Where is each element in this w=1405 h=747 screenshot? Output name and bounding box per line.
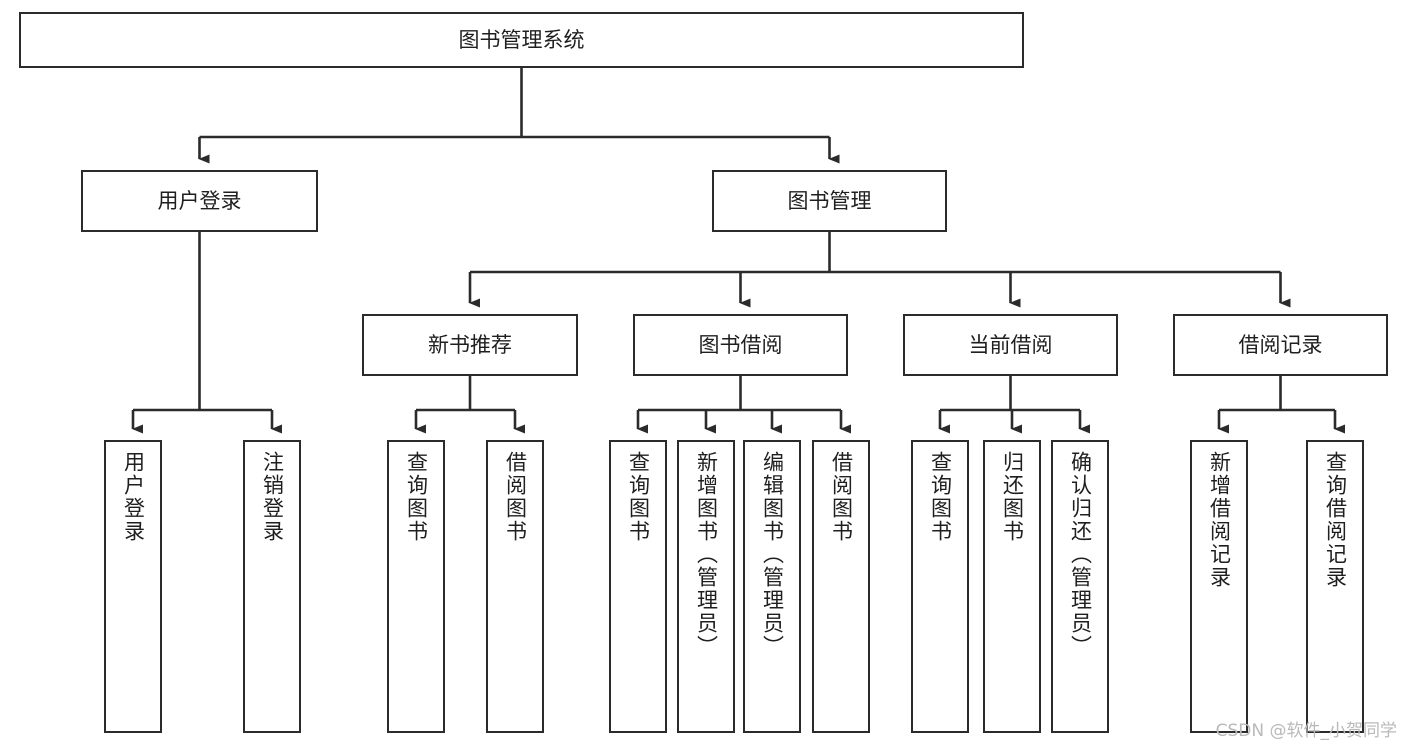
node-level2-0[interactable]: 用户登录 xyxy=(81,170,318,232)
node-leaf-3-label: 借阅图书 xyxy=(503,451,528,543)
node-level2-1[interactable]: 图书管理 xyxy=(712,170,947,232)
node-leaf-5-label: 新增图书（管理员） xyxy=(694,451,719,658)
node-leaf-5[interactable]: 新增图书（管理员） xyxy=(677,440,735,733)
node-level3-2[interactable]: 当前借阅 xyxy=(903,314,1118,376)
node-leaf-9-label: 归还图书 xyxy=(1000,451,1025,543)
watermark-text: CSDN @软件_小贺同学 xyxy=(1215,721,1397,741)
node-leaf-0[interactable]: 用户登录 xyxy=(104,440,162,733)
node-leaf-8[interactable]: 查询图书 xyxy=(911,440,969,733)
node-root-label: 图书管理系统 xyxy=(458,27,585,52)
node-level3-0[interactable]: 新书推荐 xyxy=(362,314,578,376)
node-leaf-4[interactable]: 查询图书 xyxy=(609,440,667,733)
node-leaf-1-label: 注销登录 xyxy=(260,451,285,543)
node-leaf-4-label: 查询图书 xyxy=(626,451,651,543)
node-leaf-1[interactable]: 注销登录 xyxy=(243,440,301,733)
node-level2-1-label: 图书管理 xyxy=(787,188,872,213)
node-level3-1-label: 图书借阅 xyxy=(698,332,783,357)
node-leaf-6-label: 编辑图书（管理员） xyxy=(760,451,785,658)
node-leaf-9[interactable]: 归还图书 xyxy=(983,440,1041,733)
node-level2-0-label: 用户登录 xyxy=(157,188,242,213)
node-leaf-10-label: 确认归还（管理员） xyxy=(1068,451,1093,658)
node-leaf-7-label: 借阅图书 xyxy=(829,451,854,543)
node-level3-0-label: 新书推荐 xyxy=(428,332,512,357)
node-leaf-12[interactable]: 查询借阅记录 xyxy=(1306,440,1364,733)
node-level3-2-label: 当前借阅 xyxy=(968,332,1053,357)
node-leaf-11-label: 新增借阅记录 xyxy=(1207,451,1232,589)
node-leaf-7[interactable]: 借阅图书 xyxy=(812,440,870,733)
node-level3-1[interactable]: 图书借阅 xyxy=(633,314,848,376)
node-leaf-2[interactable]: 查询图书 xyxy=(387,440,445,733)
node-leaf-8-label: 查询图书 xyxy=(928,451,953,543)
node-leaf-6[interactable]: 编辑图书（管理员） xyxy=(743,440,801,733)
node-leaf-2-label: 查询图书 xyxy=(404,451,429,543)
node-leaf-12-label: 查询借阅记录 xyxy=(1323,451,1348,589)
node-leaf-0-label: 用户登录 xyxy=(121,451,146,543)
node-leaf-10[interactable]: 确认归还（管理员） xyxy=(1051,440,1109,733)
node-leaf-3[interactable]: 借阅图书 xyxy=(486,440,544,733)
node-level3-3-label: 借阅记录 xyxy=(1238,332,1323,357)
node-level3-3[interactable]: 借阅记录 xyxy=(1173,314,1388,376)
node-leaf-11[interactable]: 新增借阅记录 xyxy=(1190,440,1248,733)
node-root[interactable]: 图书管理系统 xyxy=(19,12,1024,68)
